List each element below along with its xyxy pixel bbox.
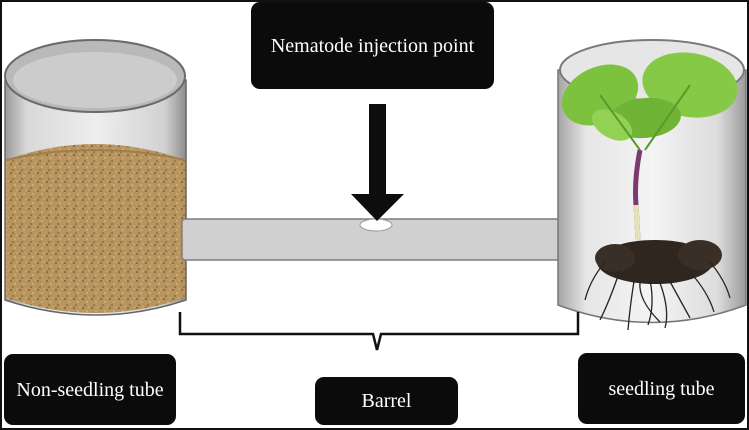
injection-arrow	[351, 104, 404, 221]
seedling-leaves	[561, 52, 738, 151]
seedling-roots	[584, 240, 731, 331]
injection-point-label: Nematode injection point	[251, 2, 494, 89]
injection-point-text: Nematode injection point	[270, 34, 475, 57]
barrel-brace	[178, 312, 580, 351]
non-seedling-tube-label: Non-seedling tube	[4, 354, 176, 425]
non-seedling-tube	[4, 39, 187, 316]
barrel	[181, 218, 563, 261]
seedling-stem	[633, 149, 643, 241]
barrel-text: Barrel	[361, 390, 412, 412]
seedling-tube-label: seedling tube	[578, 353, 745, 424]
injection-hole	[359, 218, 393, 232]
seedling-tube-text: seedling tube	[608, 377, 715, 400]
non-seedling-tube-text: Non-seedling tube	[16, 378, 164, 401]
soil-fill	[6, 144, 185, 313]
seedling-tube	[557, 39, 747, 331]
barrel-label: Barrel	[315, 377, 458, 425]
